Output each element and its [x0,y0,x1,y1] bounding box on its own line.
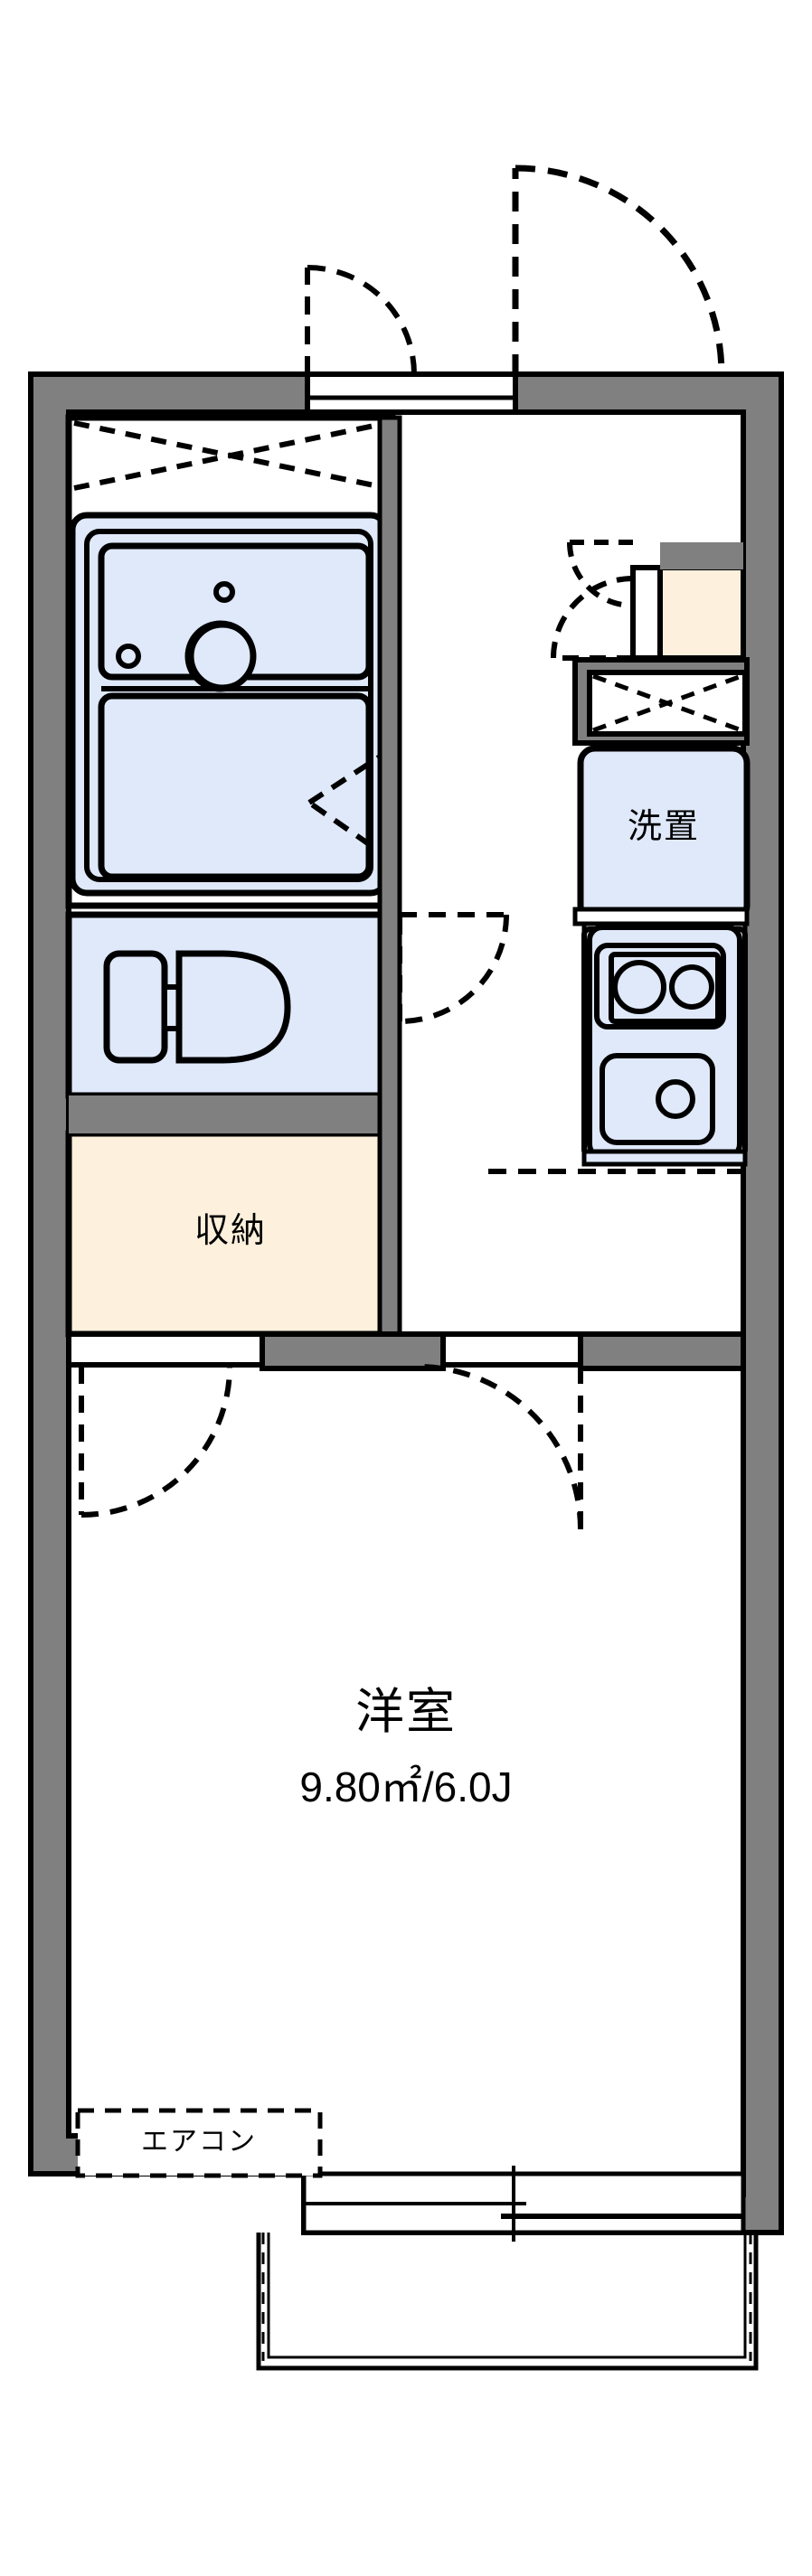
wall-toilet-closet [69,1095,400,1133]
air-conditioner-label: エアコン [141,2127,257,2157]
wall-entry-living [66,1331,746,1371]
closet-door-swing [79,1366,232,1518]
kitchen-wall-nib [660,542,743,569]
room-door-swing [417,1364,583,1530]
kitchen-corner-swing [567,540,634,608]
closet-label: 収納 [194,1212,267,1250]
main-room-name: 洋室 [355,1685,457,1739]
bath-upper-window-hatch [73,420,388,491]
main-room-area: 9.80㎡/6.0J [299,1763,513,1810]
unit-bath-tub [69,512,389,897]
toilet-fixture [103,950,291,1064]
washer-label: 洗置 [627,808,700,846]
shoe-box [630,565,746,661]
toilet-room [65,911,396,1099]
entrance-door-opening[interactable] [305,371,518,415]
air-conditioner [75,2108,323,2178]
entrance-door-swing [512,165,725,375]
balcony-sliding-window[interactable] [301,2166,746,2242]
upper-left-door-swing [305,265,417,375]
kitchen-sink-with-stove [581,921,748,1167]
window-kitchen [572,907,750,926]
balcony [256,2233,759,2371]
kitchen-upper-cabinet [572,657,750,746]
